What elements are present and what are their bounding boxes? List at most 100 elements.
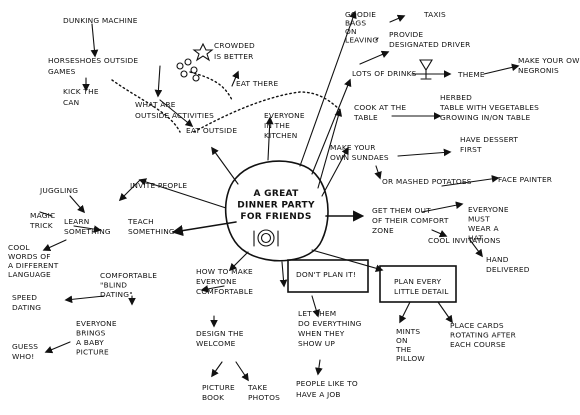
topic-label-line: SPEED [12, 293, 37, 302]
topic-label-line: WEAR A [468, 224, 499, 233]
topic-label-line: LEAVING [345, 36, 378, 45]
topic-label-line: HORSESHOES OUTSIDE [48, 56, 138, 65]
topic-label-line: KITCHEN [264, 131, 297, 140]
topic-drinks: LOTS OF DRINKS [352, 69, 416, 78]
topic-label-line: FIRST [460, 145, 482, 154]
topic-label-line: CROWDED [214, 41, 255, 50]
topic-label-line: DO EVERYTHING [298, 319, 362, 328]
topic-label-line: OR MASHED POTATOES [382, 177, 472, 186]
topic-label-line: BRINGS [76, 329, 106, 338]
topic-label-line: DATING" [100, 290, 133, 299]
topic-label-line: CAN [63, 98, 79, 107]
topic-label-line: PROVIDE [389, 30, 423, 39]
topic-label-line: ZONE [372, 226, 394, 235]
plate-icon [253, 229, 279, 247]
topic-label-line: JUGGLING [39, 186, 78, 195]
topic-label-line: MAKE YOUR [330, 143, 376, 152]
topic-label-line: PILLOW [396, 354, 425, 363]
topic-label-line: OUTSIDE ACTIVITIES [135, 111, 214, 120]
topic-face: FACE PAINTER [498, 175, 552, 184]
topic-label-line: COMFORTABLE [100, 271, 157, 280]
topic-label-line: GROWING IN/ON TABLE [440, 113, 530, 122]
topic-label-line: COOK AT THE [354, 103, 406, 112]
topic-label-line: SOMETHING [128, 227, 175, 236]
topic-label-line: "BLIND [100, 281, 127, 290]
topic-label-line: WORDS OF [8, 252, 51, 261]
topic-label-line: PLAN EVERY [394, 277, 442, 286]
topic-label-line: HERBED [440, 93, 472, 102]
topic-label-line: BAGS [345, 19, 366, 28]
plan-every-box [379, 265, 457, 303]
topic-label-line: LET THEM [298, 309, 336, 318]
topic-taxis: TAXIS [423, 10, 446, 19]
topic-label-line: ON [345, 27, 357, 36]
topic-label-line: DON'T PLAN IT! [296, 270, 356, 279]
topic-label-line: HOW TO MAKE [196, 267, 253, 276]
topic-label-line: WHO! [12, 352, 34, 361]
topic-theme: THEME [457, 70, 485, 79]
topic-label-line: BOOK [202, 393, 224, 402]
topic-label-line: DUNKING MACHINE [63, 16, 138, 25]
topic-label-line: DESIGN THE [196, 329, 244, 338]
topic-label-line: PICTURE [76, 348, 109, 357]
topic-label-line: PEOPLE LIKE TO [296, 379, 358, 388]
topic-label-line: SHOW UP [298, 339, 335, 348]
topic-eat-there: EAT THERE [236, 79, 278, 88]
star-icon [192, 42, 214, 62]
topic-label-line: TEACH [127, 217, 154, 226]
central-topic-line: DINNER PARTY [237, 201, 315, 211]
topic-label-line: WHEN THEY [298, 329, 345, 338]
topic-label-line: MUST [468, 215, 490, 224]
topic-label-line: EVERYONE [468, 205, 509, 214]
cocktail-glass-icon [419, 59, 433, 80]
topic-label-line: GOODIE [345, 10, 376, 19]
topic-label-line: HAND [486, 255, 509, 264]
topic-label-line: DATING [12, 303, 41, 312]
topic-label-line: LEARN [64, 217, 90, 226]
topic-label-line: THE [395, 345, 411, 354]
topic-label-line: COOL [8, 243, 30, 252]
topic-label-line: DELIVERED [486, 265, 530, 274]
topic-label-line: OWN SUNDAES [330, 153, 389, 162]
topic-label-line: PICTURE [202, 383, 235, 392]
topic-label-line: HAVE DESSERT [460, 135, 518, 144]
central-blob [224, 160, 329, 262]
topic-label-line: HAT [468, 234, 483, 243]
topic-label-line: COMFORTABLE [196, 287, 253, 296]
topic-label-line: TAKE [247, 383, 267, 392]
topic-label-line: PLACE CARDS [450, 321, 504, 330]
topic-label-line: DESIGNATED DRIVER [389, 40, 470, 49]
topic-label-line: ON [396, 336, 408, 345]
topic-label-line: INVITE PEOPLE [130, 181, 187, 190]
topic-label-line: FACE PAINTER [498, 175, 552, 184]
central-topic-line: A GREAT [253, 189, 299, 199]
topic-label-line: TABLE WITH VEGETABLES [439, 103, 539, 112]
topic-invitations: COOL INVITATIONS [428, 236, 500, 245]
topic-label-line: TAXIS [423, 10, 446, 19]
topic-label-line: EVERYONE [264, 111, 305, 120]
